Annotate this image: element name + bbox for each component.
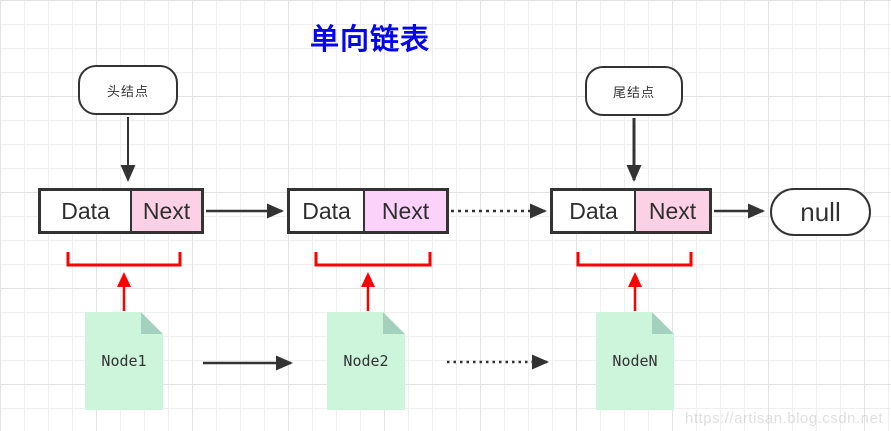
list-node-3: Data Next: [550, 188, 712, 234]
null-label: null: [800, 196, 841, 227]
note-nodeN: NodeN: [596, 312, 674, 410]
node2-data-cell: Data: [302, 197, 351, 224]
node1-next-cell: Next: [130, 191, 201, 231]
note-node1-label: Node1: [101, 352, 147, 370]
note-node1: Node1: [85, 312, 163, 410]
head-node-label: 头结点: [106, 83, 149, 99]
null-capsule: null: [770, 188, 871, 236]
node1-bracket: [66, 252, 182, 267]
node3-data-cell: Data: [569, 197, 618, 224]
node2-next-cell: Next: [363, 191, 446, 231]
node3-next-cell: Next: [634, 191, 709, 231]
folded-corner-icon: [383, 312, 405, 334]
note-node2: Node2: [327, 312, 405, 410]
list-node-2: Data Next: [287, 188, 449, 234]
watermark: https://artisan.blog.csdn.net: [685, 410, 883, 427]
diagram-title: 单向链表: [309, 24, 430, 56]
head-node-capsule: 头结点: [78, 65, 178, 115]
folded-corner-icon: [652, 312, 674, 334]
tail-node-capsule: 尾结点: [585, 66, 683, 116]
folded-corner-icon: [141, 312, 163, 334]
note-node2-label: Node2: [343, 352, 389, 370]
note-nodeN-label: NodeN: [612, 352, 658, 370]
node2-bracket: [314, 252, 432, 267]
tail-node-label: 尾结点: [612, 84, 655, 100]
node1-data-cell: Data: [61, 197, 110, 224]
node3-bracket: [576, 252, 693, 267]
list-node-1: Data Next: [38, 188, 204, 234]
